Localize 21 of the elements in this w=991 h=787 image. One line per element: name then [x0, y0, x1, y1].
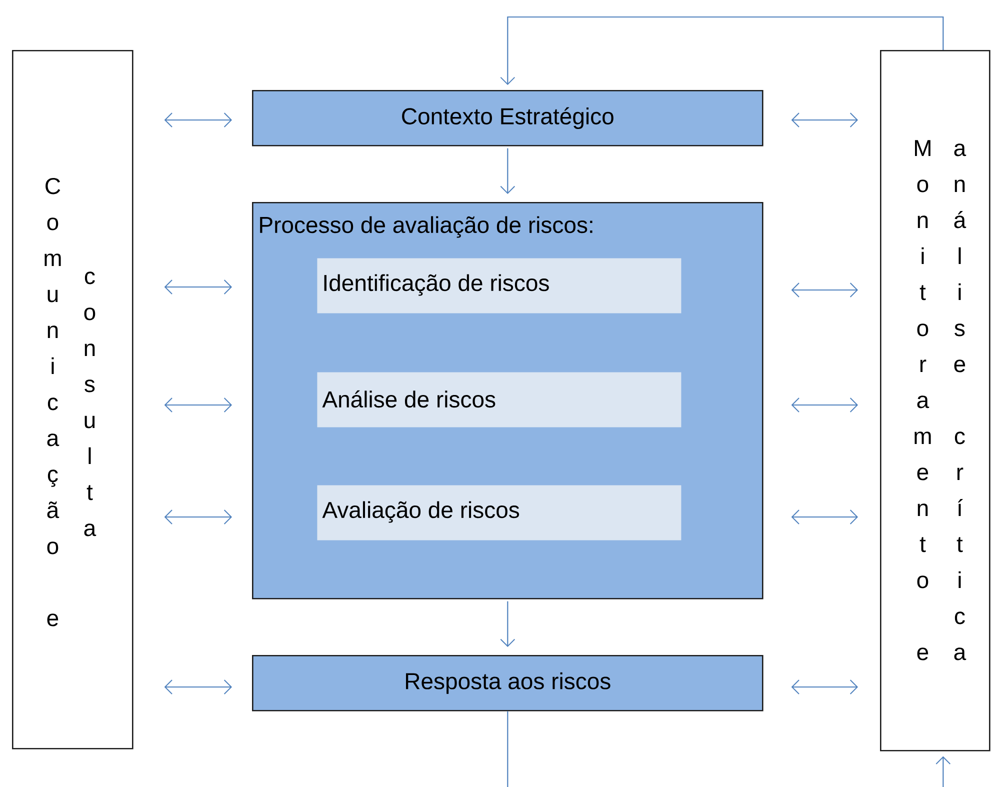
- arrow: [500, 148, 516, 194]
- arrow: [936, 756, 951, 787]
- step-box: Identificação de riscos: [317, 258, 682, 314]
- arrow: [791, 398, 858, 412]
- arrow: [500, 16, 944, 85]
- arrow: [164, 510, 232, 524]
- arrow: [164, 280, 232, 294]
- arrow: [164, 680, 232, 694]
- arrow: [791, 510, 858, 524]
- vertical-text-box: Monitoramento e análise crítica: [880, 50, 990, 752]
- vertical-text-box: Comunicação e consulta: [12, 50, 134, 750]
- arrow: [791, 282, 858, 298]
- process-box: Contexto Estratégico: [252, 90, 764, 146]
- arrow: [791, 680, 858, 694]
- step-box: Avaliação de riscos: [317, 485, 682, 540]
- arrow: [164, 112, 232, 128]
- step-box: Análise de riscos: [317, 372, 682, 428]
- arrow: [500, 601, 516, 647]
- arrow: [791, 112, 858, 128]
- process-box: Resposta aos riscos: [252, 655, 764, 712]
- arrow: [164, 398, 232, 412]
